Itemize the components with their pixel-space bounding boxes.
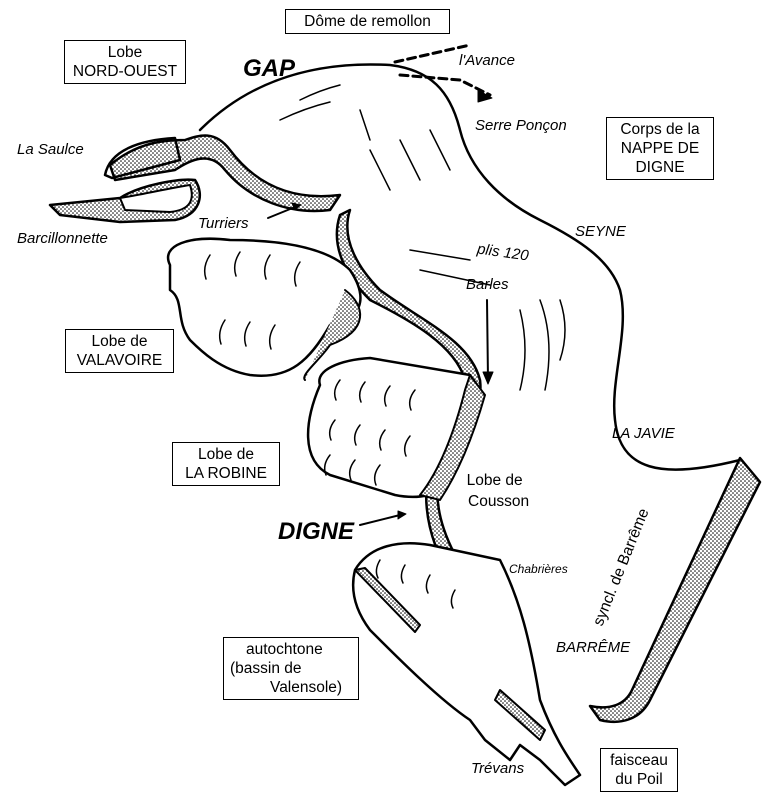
- box-text: Lobe de: [197, 446, 255, 463]
- box-text: autochtone: [246, 641, 323, 658]
- label-l-avance: l'Avance: [459, 52, 515, 69]
- nappe-body-outline: [198, 63, 742, 471]
- la-saulce-fold: [103, 136, 182, 180]
- label-barreme: BARRÊME: [556, 639, 631, 656]
- box-lobe-de-valavoire: Lobe de VALAVOIRE: [65, 329, 174, 373]
- box-text: NAPPE DE: [620, 140, 700, 157]
- valavoire-lobe: [166, 237, 362, 377]
- box-text: LA ROBINE: [185, 465, 267, 482]
- box-faisceau-du-poil: faisceau du Poil: [600, 748, 678, 792]
- label-lobe-de-cousson: Lobe de Cousson: [460, 470, 530, 512]
- box-lobe-de-la-robine: Lobe de LA ROBINE: [172, 442, 280, 486]
- barles-arrow: [486, 299, 489, 381]
- box-text: Valensole): [270, 679, 343, 696]
- box-text: NORD-OUEST: [72, 63, 178, 80]
- southern-lobes: [351, 542, 582, 787]
- label-barcillonnette: Barcillonnette: [17, 230, 108, 247]
- box-autochtone: autochtone (bassin de Valensole): [223, 637, 359, 700]
- label-gap: GAP: [243, 55, 296, 82]
- nord-ouest-lobe-band: [108, 134, 342, 213]
- label-barles: Barles: [466, 276, 509, 293]
- label-text: Lobe de: [466, 472, 523, 489]
- box-text: Lobe de: [91, 333, 148, 350]
- box-corps-nappe-de-digne: Corps de la NAPPE DE DIGNE: [606, 117, 714, 180]
- label-trevans: Trévans: [471, 760, 525, 777]
- box-text: faisceau: [610, 752, 668, 769]
- box-text: Corps de la: [620, 121, 700, 138]
- box-text: (bassin de: [230, 660, 302, 677]
- label-seyne: SEYNE: [575, 223, 626, 240]
- box-text: du Poil: [615, 771, 663, 788]
- digne-arrow: [359, 514, 401, 526]
- box-text: Lobe: [107, 44, 143, 61]
- label-serre-poncon: Serre Ponçon: [475, 117, 567, 134]
- box-lobe-nord-ouest: Lobe NORD-OUEST: [64, 40, 186, 84]
- avance-arrow-dashed: [393, 43, 492, 97]
- label-la-javie: LA JAVIE: [612, 425, 675, 442]
- label-digne: DIGNE: [278, 518, 355, 545]
- box-text: DIGNE: [635, 159, 685, 176]
- label-turriers: Turriers: [198, 215, 249, 232]
- box-text: Dôme de remollon: [304, 13, 431, 30]
- barreme-syncline-band: [588, 456, 762, 724]
- arrow-head-se: [477, 89, 493, 103]
- label-chabrieres: Chabrières: [509, 562, 568, 576]
- label-text: Cousson: [468, 493, 530, 510]
- label-la-saulce: La Saulce: [17, 141, 84, 158]
- box-text: VALAVOIRE: [76, 352, 163, 369]
- box-dome-de-remollon: Dôme de remollon: [285, 9, 450, 34]
